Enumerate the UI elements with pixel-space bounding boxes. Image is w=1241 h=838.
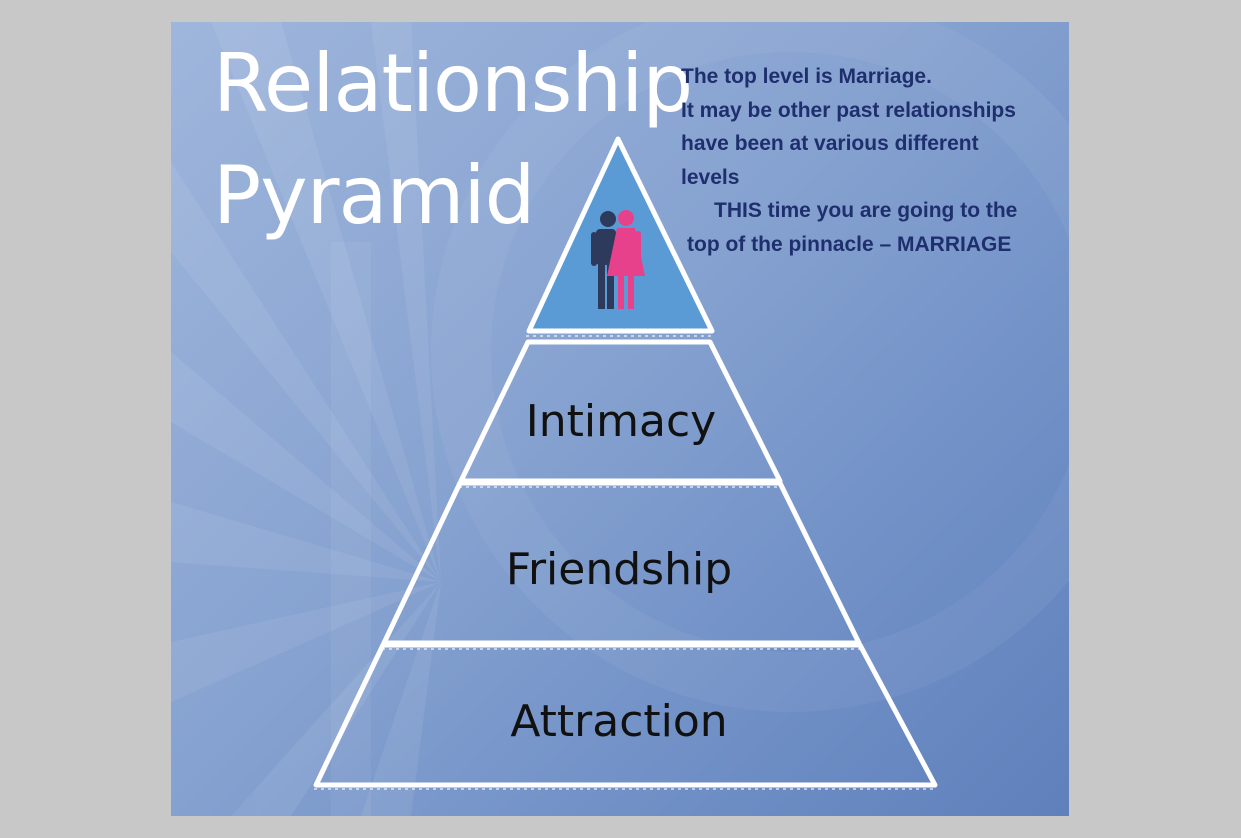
note-line-6: top of the pinnacle – MARRIAGE xyxy=(687,232,1012,256)
title-line-1: Relationship xyxy=(213,37,693,130)
pyramid-tier-attraction xyxy=(313,642,938,788)
title-line-2: Pyramid xyxy=(213,149,535,242)
note-line-1: The top level is Marriage. xyxy=(681,65,932,88)
note-line-4: levels xyxy=(681,165,740,189)
note-line-2: It may be other past relationships xyxy=(681,98,1016,122)
explanation-note: The top level is Marriage. It may be oth… xyxy=(681,60,1061,261)
slide-title: Relationship Pyramid xyxy=(213,28,693,252)
background-decoration xyxy=(171,22,1069,816)
relationship-pyramid: Intimacy Friendship Attraction xyxy=(313,136,938,790)
slide: Relationship Pyramid The top level is Ma… xyxy=(171,22,1069,816)
note-line-5: THIS time you are going to the xyxy=(714,199,1018,222)
couple-icon xyxy=(591,210,645,309)
tier-label-friendship: Friendship xyxy=(506,544,732,595)
tier-label-intimacy: Intimacy xyxy=(526,396,716,447)
tier-label-attraction: Attraction xyxy=(510,696,727,747)
note-line-3: have been at various different xyxy=(681,132,979,155)
